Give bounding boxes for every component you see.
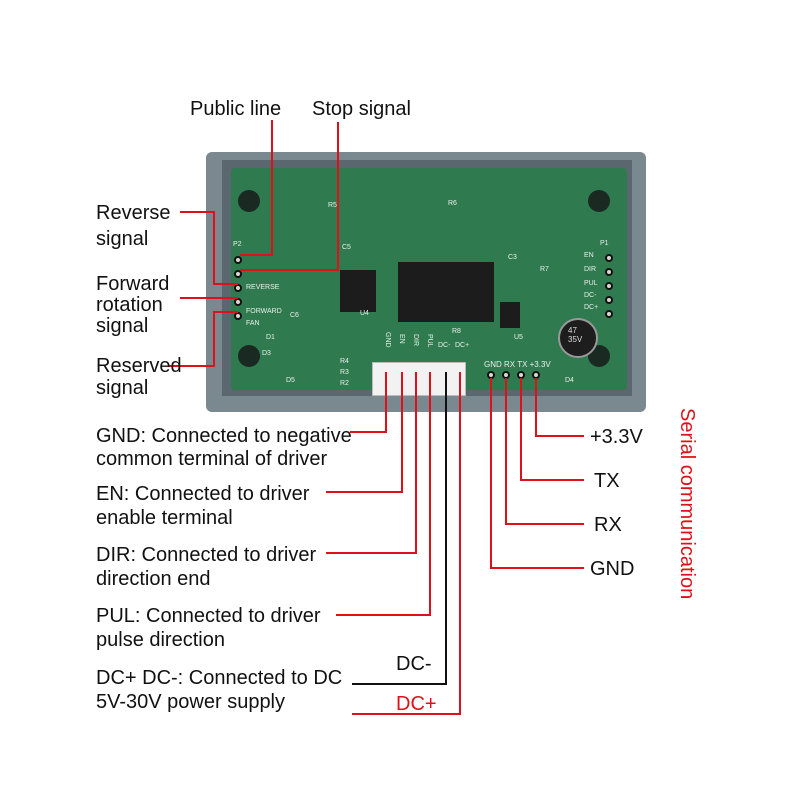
label-en-2: enable terminal xyxy=(96,507,233,529)
label-reserved-1: Reserved xyxy=(96,355,182,377)
label-gnd-2: common terminal of driver xyxy=(96,448,328,470)
silk-dir-pin: DIR xyxy=(412,334,419,347)
silk-dcm-pin: DC- xyxy=(438,342,451,349)
label-public-line: Public line xyxy=(190,98,282,120)
silk-p1-en: EN xyxy=(584,252,594,259)
label-gnd-serial: GND xyxy=(590,558,635,580)
silk-pul-pin: PUL xyxy=(426,334,433,348)
label-pul-2: pulse direction xyxy=(96,629,225,651)
label-dir-2: direction end xyxy=(96,568,211,590)
silk-p1-dir: DIR xyxy=(584,266,597,273)
power-control-connector xyxy=(372,362,466,396)
silk-gnd-pin: GND xyxy=(384,332,391,348)
leader-gnd xyxy=(350,372,387,433)
regulator-u5 xyxy=(500,302,520,328)
p1-pin xyxy=(605,254,613,262)
silk-u4: U4 xyxy=(360,310,369,317)
leader-stop-signal xyxy=(240,122,339,271)
label-reserved-2: signal xyxy=(96,377,149,399)
leader-rx xyxy=(505,378,584,525)
label-dc-plus: DC+ xyxy=(396,693,437,715)
silk-capacitor: 47 35V xyxy=(568,326,583,344)
silk-r2: R2 xyxy=(340,380,349,387)
label-en-1: EN: Connected to driver xyxy=(96,483,310,505)
silk-en-pin: EN xyxy=(398,334,405,344)
silk-forward: FORWARD xyxy=(246,308,282,315)
p1-pin xyxy=(605,310,613,318)
leader-dir xyxy=(326,372,417,554)
p1-pin xyxy=(605,282,613,290)
p2-pin-stop xyxy=(234,270,242,278)
label-tx: TX xyxy=(594,470,620,492)
label-dir-1: DIR: Connected to driver xyxy=(96,544,317,566)
mounting-hole xyxy=(238,190,260,212)
leader-gnd-serial xyxy=(490,378,584,569)
silk-r5: R5 xyxy=(328,202,337,209)
label-serial-communication: Serial communication xyxy=(676,408,698,600)
silk-u5: U5 xyxy=(514,334,523,341)
leader-public-line xyxy=(240,120,273,256)
label-dc-1: DC+ DC-: Connected to DC xyxy=(96,667,343,689)
silk-c6: C6 xyxy=(290,312,299,319)
label-forward-2: rotation xyxy=(96,294,163,316)
silk-p2: P2 xyxy=(233,241,242,248)
silk-p1: P1 xyxy=(600,240,609,247)
label-forward-1: Forward xyxy=(96,273,170,295)
silk-d3: D3 xyxy=(262,350,271,357)
silk-p1-dcp: DC+ xyxy=(584,304,599,311)
silk-d5: D5 xyxy=(286,377,295,384)
label-dc-2: 5V-30V power supply xyxy=(96,691,286,713)
driver-ic-u4 xyxy=(340,270,376,312)
label-pul-1: PUL: Connected to driver xyxy=(96,605,321,627)
silk-d1: D1 xyxy=(266,334,275,341)
silk-r4: R4 xyxy=(340,358,349,365)
label-gnd-1: GND: Connected to negative xyxy=(96,425,352,447)
silk-c3: C3 xyxy=(508,254,517,261)
label-forward-3: signal xyxy=(96,315,149,337)
p1-pin xyxy=(605,268,613,276)
main-ic-chip xyxy=(398,262,494,322)
leader-en xyxy=(326,372,403,493)
leader-reserved xyxy=(168,311,238,367)
label-3v3: +3.3V xyxy=(590,426,643,448)
leader-3v3 xyxy=(535,378,584,437)
silk-p1-dcm: DC- xyxy=(584,292,597,299)
silk-r6: R6 xyxy=(448,200,457,207)
mounting-hole xyxy=(238,345,260,367)
leader-tx xyxy=(520,378,584,481)
silk-d4: D4 xyxy=(565,377,574,384)
silk-r3: R3 xyxy=(340,369,349,376)
leader-dc-plus xyxy=(352,372,461,715)
leader-reverse xyxy=(180,211,238,285)
p1-pin xyxy=(605,296,613,304)
silk-dcp-pin: DC+ xyxy=(455,342,470,349)
silk-reverse: REVERSE xyxy=(246,284,280,291)
silk-r7: R7 xyxy=(540,266,549,273)
label-reverse-2: signal xyxy=(96,228,149,250)
mounting-hole xyxy=(588,190,610,212)
silk-p1-pul: PUL xyxy=(584,280,598,287)
leader-dc-minus xyxy=(352,372,447,685)
label-stop-signal: Stop signal xyxy=(312,98,411,120)
silk-serial-header: GND RX TX +3.3V xyxy=(484,360,551,369)
label-rx: RX xyxy=(594,514,622,536)
label-dc-minus: DC- xyxy=(396,653,432,675)
label-reverse-1: Reverse xyxy=(96,202,171,224)
leader-pul xyxy=(336,372,431,616)
silk-c5: C5 xyxy=(342,244,351,251)
silk-r8: R8 xyxy=(452,328,461,335)
silk-fan: FAN xyxy=(246,320,260,327)
p2-pin-public xyxy=(234,256,242,264)
electrolytic-capacitor xyxy=(558,318,598,358)
